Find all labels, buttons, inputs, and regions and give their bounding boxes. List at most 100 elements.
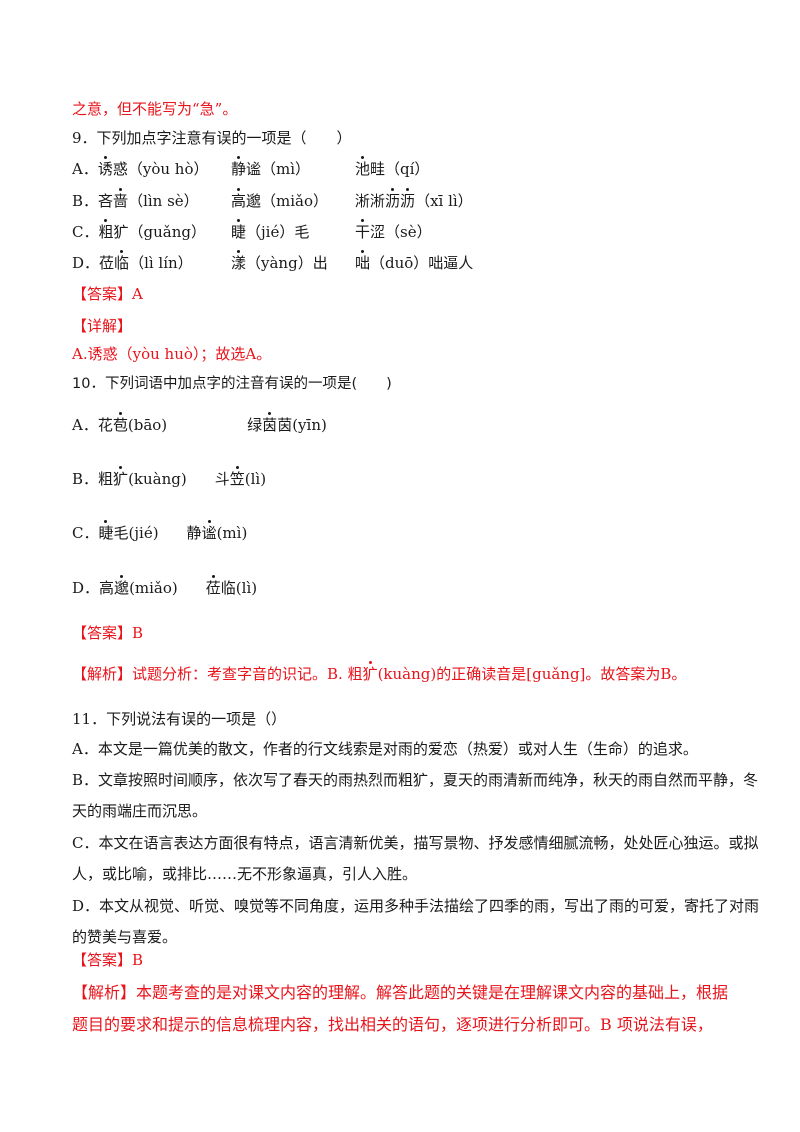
option-word: 粗犷 bbox=[98, 219, 129, 241]
option-col-2: 高邈（miǎo） bbox=[231, 188, 329, 211]
option-label: D． bbox=[72, 579, 100, 597]
option-pinyin: (yīn) bbox=[292, 416, 327, 434]
option-col-2: 静谧（mì） bbox=[231, 156, 311, 179]
option-word: 绿茵茵 bbox=[247, 412, 293, 434]
q10-option-row: D．高邈(miǎo)莅临(lì) bbox=[72, 575, 258, 598]
option-pinyin: （xī lì） bbox=[415, 192, 473, 210]
option-word: 漾 bbox=[231, 250, 247, 272]
q10-analysis-dot-char: 犷 bbox=[362, 661, 378, 683]
option-pinyin: (mì) bbox=[216, 524, 248, 542]
plain-char: 毛 bbox=[113, 524, 129, 542]
dotted-char: 啬 bbox=[113, 188, 129, 210]
q9-answer: 【答案】A bbox=[72, 285, 143, 303]
option-col-2: 漾（yàng）出 bbox=[231, 250, 328, 273]
option-label: C． bbox=[72, 223, 99, 241]
dotted-char: 静 bbox=[231, 156, 247, 178]
option-pinyin: (kuàng) bbox=[128, 470, 187, 488]
option-word: 池畦 bbox=[355, 156, 385, 178]
plain-char: 惑 bbox=[112, 160, 128, 178]
q11-text-line: B．文章按照时间顺序，依次写了春天的雨热烈而粗犷，夏天的雨清新而纯净，秋天的雨自… bbox=[72, 771, 759, 789]
q10-stem: 10．下列词语中加点字的注音有误的一项是( ) bbox=[72, 376, 392, 392]
dotted-char: 谧 bbox=[201, 520, 217, 542]
dotted-char: 高 bbox=[231, 188, 247, 210]
q9-detail-label: 【详解】 bbox=[72, 317, 133, 335]
q11-text-line: 天的雨端庄而沉思。 bbox=[72, 802, 208, 820]
plain-char: 斗 bbox=[214, 470, 230, 488]
option-word: 粗犷 bbox=[98, 466, 129, 488]
plain-char: 吝 bbox=[98, 192, 114, 210]
option-pinyin: （qí） bbox=[385, 160, 430, 178]
option-col-3: 淅淅沥沥（xī lì） bbox=[355, 188, 473, 211]
q10-option-row: B．粗犷(kuàng)斗笠(lì) bbox=[72, 466, 267, 489]
option-pinyin: （miǎo） bbox=[261, 192, 329, 210]
plain-char: 犷 bbox=[113, 223, 129, 241]
option-col-3: 咄（duō）咄逼人 bbox=[355, 250, 473, 273]
option-label: B． bbox=[72, 192, 99, 210]
dotted-char: 莅 bbox=[205, 575, 221, 597]
option-col-3: 池畦（qí） bbox=[355, 156, 430, 179]
option-pinyin: （mì） bbox=[261, 160, 311, 178]
option-word: 高邈 bbox=[99, 575, 130, 597]
q10-option-row: A．花苞(bāo)绿茵茵(yīn) bbox=[72, 412, 327, 435]
dotted-char: 粗 bbox=[98, 219, 114, 241]
option-col-3: 干涩（sè） bbox=[355, 219, 432, 242]
plain-char: 涩 bbox=[370, 223, 386, 241]
plain-char: 邈 bbox=[246, 192, 262, 210]
dotted-char: 笠 bbox=[229, 466, 245, 488]
dotted-char: 睫 bbox=[231, 219, 247, 241]
option-label: D． bbox=[72, 254, 100, 272]
dotted-char: 咄 bbox=[355, 250, 371, 272]
plain-char: 谧 bbox=[246, 160, 262, 178]
dotted-char: 沥 bbox=[385, 188, 401, 210]
option-word: 高邈 bbox=[231, 188, 262, 210]
option-word: 吝啬 bbox=[98, 188, 129, 210]
q11-text-line: D．本文从视觉、听觉、嗅觉等不同角度，运用多种手法描绘了四季的雨，写出了雨的可爱… bbox=[72, 897, 760, 915]
option-pinyin: （lìn sè） bbox=[128, 192, 199, 210]
option-word: 咄 bbox=[355, 250, 371, 272]
plain-char: 淅 bbox=[370, 192, 386, 210]
option-word: 睫 bbox=[231, 219, 247, 241]
option-word: 睫毛 bbox=[98, 520, 129, 542]
option-word: 静谧 bbox=[187, 520, 217, 542]
option-word: 诱惑 bbox=[98, 156, 128, 178]
q11-text-line: 人，或比喻，或排比……无不形象逼真，引人入胜。 bbox=[72, 865, 418, 883]
plain-char: 高 bbox=[99, 579, 115, 597]
dotted-char: 茵 bbox=[262, 412, 278, 434]
option-pinyin: （jié）毛 bbox=[246, 223, 310, 241]
q9-detail: A.诱惑（yòu huò）；故选A。 bbox=[72, 345, 272, 363]
plain-char: 绿 bbox=[247, 416, 263, 434]
option-word: 干涩 bbox=[355, 219, 386, 241]
q11-stem: 11．下列说法有误的一项是（） bbox=[72, 710, 287, 728]
dotted-char: 邈 bbox=[114, 575, 130, 597]
dotted-char: 漾 bbox=[231, 250, 247, 272]
dotted-char: 临 bbox=[114, 250, 130, 272]
dotted-char: 池 bbox=[355, 156, 371, 178]
option-pinyin: （sè） bbox=[385, 223, 432, 241]
plain-char: 淅 bbox=[355, 192, 371, 210]
q11-answer: 【答案】B bbox=[72, 951, 144, 969]
option-pinyin: (miǎo) bbox=[129, 579, 178, 597]
q9-option-row: B．吝啬（lìn sè） 高邈（miǎo） 淅淅沥沥（xī lì） bbox=[72, 188, 732, 211]
option-pinyin: (lì) bbox=[244, 470, 267, 488]
option-pinyin: (lì) bbox=[235, 579, 258, 597]
option-word: 淅淅沥沥 bbox=[355, 188, 415, 210]
option-word: 莅临 bbox=[99, 250, 130, 272]
option-pinyin: （yàng）出 bbox=[246, 254, 328, 272]
q9-option-row: A．诱惑（yòu hò）静谧（mì）池畦（qí） bbox=[72, 156, 732, 179]
option-pinyin: (bāo) bbox=[127, 416, 168, 434]
plain-char: 茵 bbox=[277, 416, 293, 434]
dotted-char: 犷 bbox=[113, 466, 129, 488]
q10-answer: 【答案】B bbox=[72, 624, 144, 642]
option-word: 静谧 bbox=[231, 156, 262, 178]
option-col-2: 睫（jié）毛 bbox=[231, 219, 310, 242]
q10-option-row: C．睫毛(jié)静谧(mì) bbox=[72, 520, 248, 543]
q9-option-row: C．粗犷（guǎng） 睫（jié）毛 干涩（sè） bbox=[72, 219, 732, 242]
q11-analysis-line: 【解析】本题考查的是对课文内容的理解。解答此题的关键是在理解课文内容的基础上，根… bbox=[72, 983, 729, 1002]
q9-stem: 9．下列加点字注意有误的一项是（ ） bbox=[72, 129, 352, 147]
option-pinyin: （guǎng） bbox=[128, 223, 206, 241]
q10-analysis: 【解析】试题分析：考查字音的识记。B. 粗犷(kuàng)的正确读音是[guǎn… bbox=[72, 661, 686, 684]
q10-analysis-pre: 【解析】试题分析：考查字音的识记。B. 粗 bbox=[72, 665, 363, 683]
option-label: A． bbox=[72, 160, 98, 178]
plain-char: 花 bbox=[97, 416, 113, 434]
option-word: 斗笠 bbox=[214, 466, 245, 488]
